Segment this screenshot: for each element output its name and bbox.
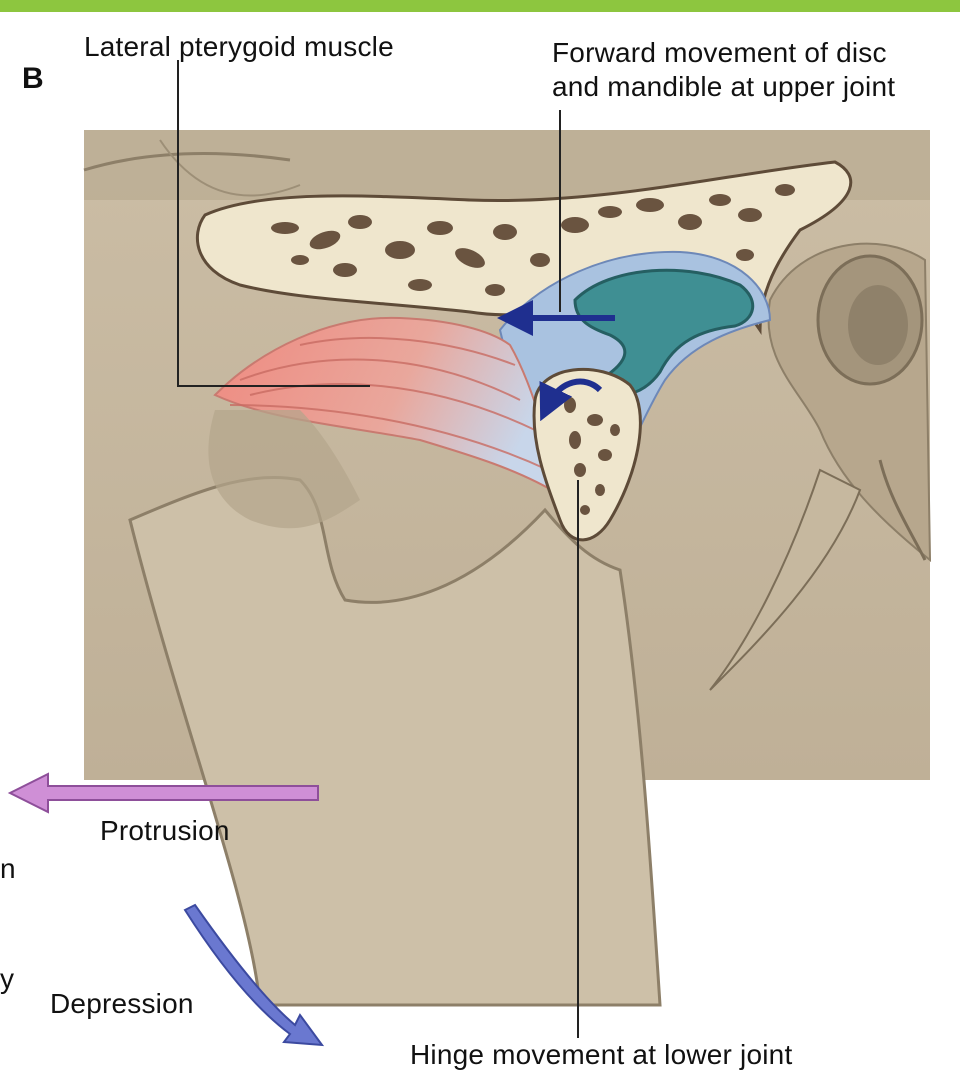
edge-text-fragment: n xyxy=(0,852,16,886)
label-lateral-pterygoid-muscle: Lateral pterygoid muscle xyxy=(84,30,394,64)
label-hinge-movement: Hinge movement at lower joint xyxy=(410,1038,792,1072)
label-depression: Depression xyxy=(50,987,194,1021)
edge-text-fragment: y xyxy=(0,962,14,996)
label-forward-movement-line1: Forward movement of disc xyxy=(552,36,887,70)
label-protrusion: Protrusion xyxy=(100,814,230,848)
panel-letter: B xyxy=(22,62,44,96)
label-forward-movement-line2: and mandible at upper joint xyxy=(552,70,895,104)
